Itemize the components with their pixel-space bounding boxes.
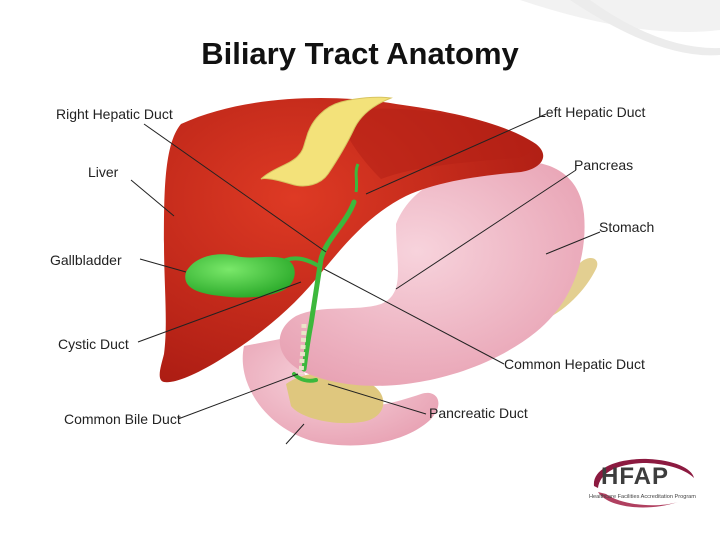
leader-gallbladder bbox=[139, 258, 187, 273]
leader-common-hepatic-duct bbox=[323, 268, 505, 365]
logo-tagline: Healthcare Facilities Accreditation Prog… bbox=[589, 494, 696, 500]
gallbladder-shape bbox=[185, 254, 295, 298]
pancreas-lobes bbox=[286, 372, 384, 424]
logo-swirl-icon bbox=[593, 458, 694, 508]
liver-shape bbox=[159, 98, 544, 383]
label-pancreas: Pancreas bbox=[574, 157, 634, 173]
label-gallbladder: Gallbladder bbox=[50, 252, 122, 268]
label-stomach: Stomach bbox=[599, 219, 655, 235]
liver-left-lobe-shade bbox=[336, 108, 532, 179]
leader-pancreatic-duct bbox=[327, 383, 427, 415]
logo-wordmark: HFAP bbox=[601, 463, 670, 490]
corner-swoosh-decoration bbox=[520, 0, 720, 56]
label-right-hepatic-duct: Right Hepatic Duct bbox=[56, 106, 173, 122]
leader-left-hepatic-duct bbox=[365, 113, 547, 195]
hfap-logo: HFAP Healthcare Facilities Accreditation… bbox=[588, 456, 698, 512]
leader-liver bbox=[130, 179, 175, 217]
label-pancreatic-duct: Pancreatic Duct bbox=[429, 405, 528, 421]
label-left-hepatic-duct: Left Hepatic Duct bbox=[538, 104, 646, 120]
leader-stomach bbox=[545, 231, 601, 255]
slide-title: Biliary Tract Anatomy bbox=[201, 36, 519, 71]
label-common-bile-duct: Common Bile Duct bbox=[64, 411, 181, 427]
stomach-shape bbox=[279, 162, 585, 386]
cystic-duct-path bbox=[284, 256, 321, 268]
bile-duct-path bbox=[301, 199, 357, 372]
label-common-hepatic-duct: Common Hepatic Duct bbox=[504, 356, 645, 372]
label-cystic-duct: Cystic Duct bbox=[58, 336, 129, 352]
leader-right-hepatic-duct bbox=[143, 123, 327, 253]
anatomy-diagram: Right Hepatic Duct Left Hepatic Duct Liv… bbox=[36, 84, 684, 450]
label-liver: Liver bbox=[88, 164, 119, 180]
leader-common-bile-duct bbox=[177, 373, 299, 420]
duct-branch bbox=[354, 163, 360, 193]
hepatic-duct-tree bbox=[260, 96, 393, 187]
anatomy-illustration bbox=[130, 96, 601, 446]
leader-pancreas bbox=[395, 169, 577, 290]
leader-cystic-duct bbox=[137, 281, 302, 343]
leader-duodenum bbox=[285, 423, 305, 445]
